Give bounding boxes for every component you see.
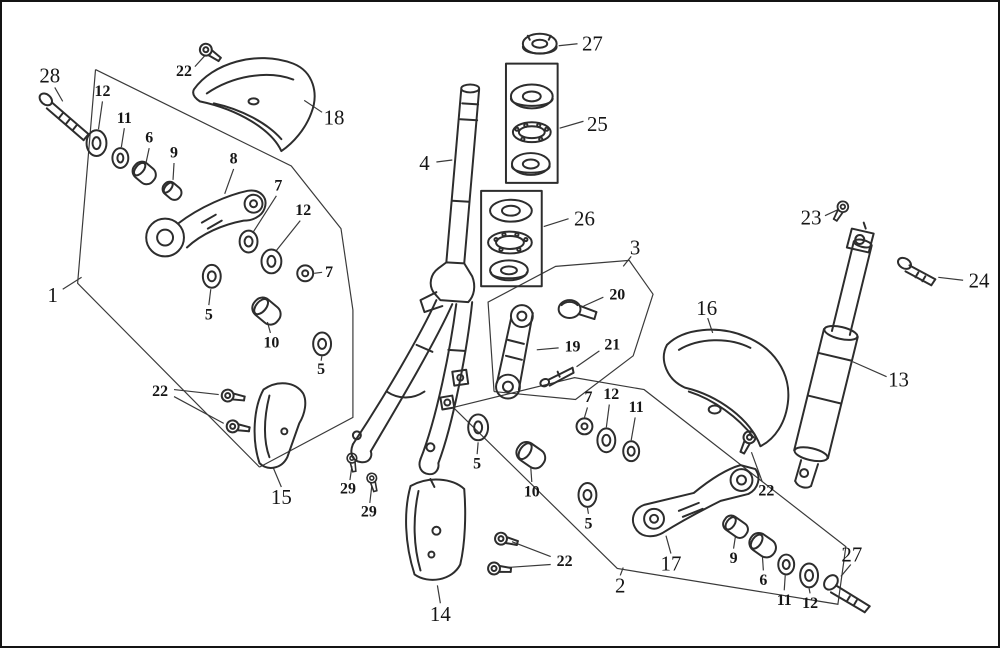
part-label-22-d: 22 bbox=[758, 482, 774, 499]
leader-lines bbox=[54, 43, 964, 604]
part-label-9-b: 9 bbox=[730, 550, 738, 567]
part-label-5-d: 5 bbox=[584, 515, 592, 532]
part-label-18: 18 bbox=[324, 105, 345, 129]
bolt-24-drawing bbox=[896, 256, 937, 287]
bushing-6-right-drawing bbox=[748, 532, 777, 559]
group-3-outline bbox=[487, 259, 654, 401]
washer-5-mid-drawing bbox=[312, 331, 333, 357]
washer-5-left-drawing bbox=[201, 263, 222, 289]
part-label-29-b: 29 bbox=[361, 503, 377, 520]
part-label-26: 26 bbox=[574, 207, 595, 231]
stem-nut-drawing bbox=[521, 32, 558, 55]
washer-7-left-drawing bbox=[238, 229, 259, 254]
part-label-6-b: 6 bbox=[759, 572, 767, 589]
screw-22-left-upper-drawing bbox=[220, 388, 246, 403]
screw-22-bottom-lower-drawing bbox=[487, 561, 513, 576]
group-2-outline bbox=[452, 377, 847, 605]
part-label-9-a: 9 bbox=[170, 145, 178, 162]
bolt-20-drawing bbox=[557, 299, 598, 321]
side-cover-15-drawing bbox=[253, 382, 307, 469]
bolt-28-drawing bbox=[38, 92, 90, 142]
lower-arm-17-drawing bbox=[631, 464, 760, 538]
screw-22-bottom-upper-drawing bbox=[494, 531, 519, 546]
screw-22-left-lower-drawing bbox=[225, 419, 251, 434]
shock-absorber-13-drawing bbox=[793, 221, 875, 489]
part-label-22-c: 22 bbox=[557, 553, 573, 570]
part-label-22-a: 22 bbox=[176, 63, 192, 80]
steering-arm-drawing bbox=[145, 189, 267, 258]
part-label-5-c: 5 bbox=[473, 456, 481, 473]
part-label-11-c: 11 bbox=[777, 592, 792, 609]
bolt-27-bottom-drawing bbox=[823, 574, 871, 614]
part-label-20: 20 bbox=[609, 287, 625, 304]
rear-cover-16-drawing bbox=[662, 328, 790, 448]
clip-23-drawing bbox=[832, 200, 850, 222]
part-label-11-b: 11 bbox=[629, 399, 644, 416]
part-label-28: 28 bbox=[39, 64, 60, 88]
part-label-5-b: 5 bbox=[317, 361, 325, 378]
part-label-8: 8 bbox=[230, 151, 238, 168]
part-label-27-top: 27 bbox=[582, 32, 603, 56]
part-label-3: 3 bbox=[630, 235, 640, 259]
part-label-11-a: 11 bbox=[117, 110, 132, 127]
washer-12-left-drawing bbox=[85, 129, 108, 158]
part-label-25: 25 bbox=[587, 112, 608, 136]
part-label-10-b: 10 bbox=[524, 483, 540, 500]
bearing-set-25-drawing bbox=[504, 62, 559, 184]
lower-cover-14-drawing bbox=[405, 478, 467, 581]
part-label-12-c: 12 bbox=[603, 386, 619, 403]
nut-7-bottom-drawing bbox=[575, 417, 594, 436]
part-label-12-d: 12 bbox=[802, 595, 818, 612]
part-label-7-a: 7 bbox=[274, 177, 282, 194]
bearing-set-26-drawing bbox=[480, 189, 543, 288]
washer-11-left-drawing bbox=[111, 147, 130, 169]
spacer-10-left-drawing bbox=[251, 296, 282, 326]
washer-11-right-drawing bbox=[777, 553, 796, 576]
washer-5-bottom-drawing bbox=[577, 482, 598, 508]
part-label-29-a: 29 bbox=[340, 480, 356, 497]
part-label-16: 16 bbox=[696, 296, 717, 320]
part-label-5-a: 5 bbox=[205, 307, 213, 324]
washer-5-fork-drawing bbox=[467, 413, 490, 442]
part-label-22-b: 22 bbox=[152, 383, 168, 400]
part-label-15: 15 bbox=[271, 485, 292, 509]
washer-12-bottom-drawing bbox=[596, 427, 617, 454]
part-label-2: 2 bbox=[615, 573, 625, 597]
washer-12-mid-drawing bbox=[260, 248, 283, 275]
part-label-19: 19 bbox=[565, 338, 581, 355]
nut-7-mid-drawing bbox=[296, 264, 315, 283]
part-label-6-a: 6 bbox=[145, 130, 153, 147]
part-label-7-c: 7 bbox=[584, 389, 592, 406]
part-label-7-b: 7 bbox=[325, 264, 333, 281]
bushing-9-right-drawing bbox=[722, 514, 749, 539]
part-label-10-a: 10 bbox=[263, 334, 279, 351]
bushing-9-left-drawing bbox=[161, 180, 183, 201]
part-label-13: 13 bbox=[888, 368, 909, 392]
part-label-27-bottom: 27 bbox=[841, 543, 862, 567]
washer-12-right-drawing bbox=[799, 562, 820, 589]
part-label-4: 4 bbox=[419, 151, 430, 175]
screw-22-top-drawing bbox=[198, 42, 222, 63]
part-label-21: 21 bbox=[604, 336, 620, 353]
part-label-12-a: 12 bbox=[95, 83, 111, 100]
spacer-10-bottom-drawing bbox=[515, 441, 547, 470]
part-label-23: 23 bbox=[801, 206, 822, 230]
part-label-17: 17 bbox=[661, 552, 682, 576]
front-fork-drawing bbox=[350, 83, 481, 476]
group-1-outline bbox=[77, 69, 354, 468]
part-labels: 28 12 11 6 9 22 8 18 7 12 7 1 5 10 5 27 … bbox=[39, 32, 990, 626]
clip-29-upper-drawing bbox=[346, 452, 358, 473]
part-label-24: 24 bbox=[969, 268, 990, 292]
front-fender-drawing bbox=[192, 57, 316, 153]
part-label-14: 14 bbox=[430, 602, 451, 626]
link-arm-19-drawing bbox=[495, 304, 534, 400]
bolt-21-drawing bbox=[539, 366, 575, 388]
bushing-6-left-drawing bbox=[131, 160, 157, 186]
washer-11-bottom-drawing bbox=[622, 440, 641, 463]
part-label-12-b: 12 bbox=[295, 202, 311, 219]
clip-29-lower-drawing bbox=[366, 472, 378, 493]
part-label-1: 1 bbox=[48, 283, 58, 307]
